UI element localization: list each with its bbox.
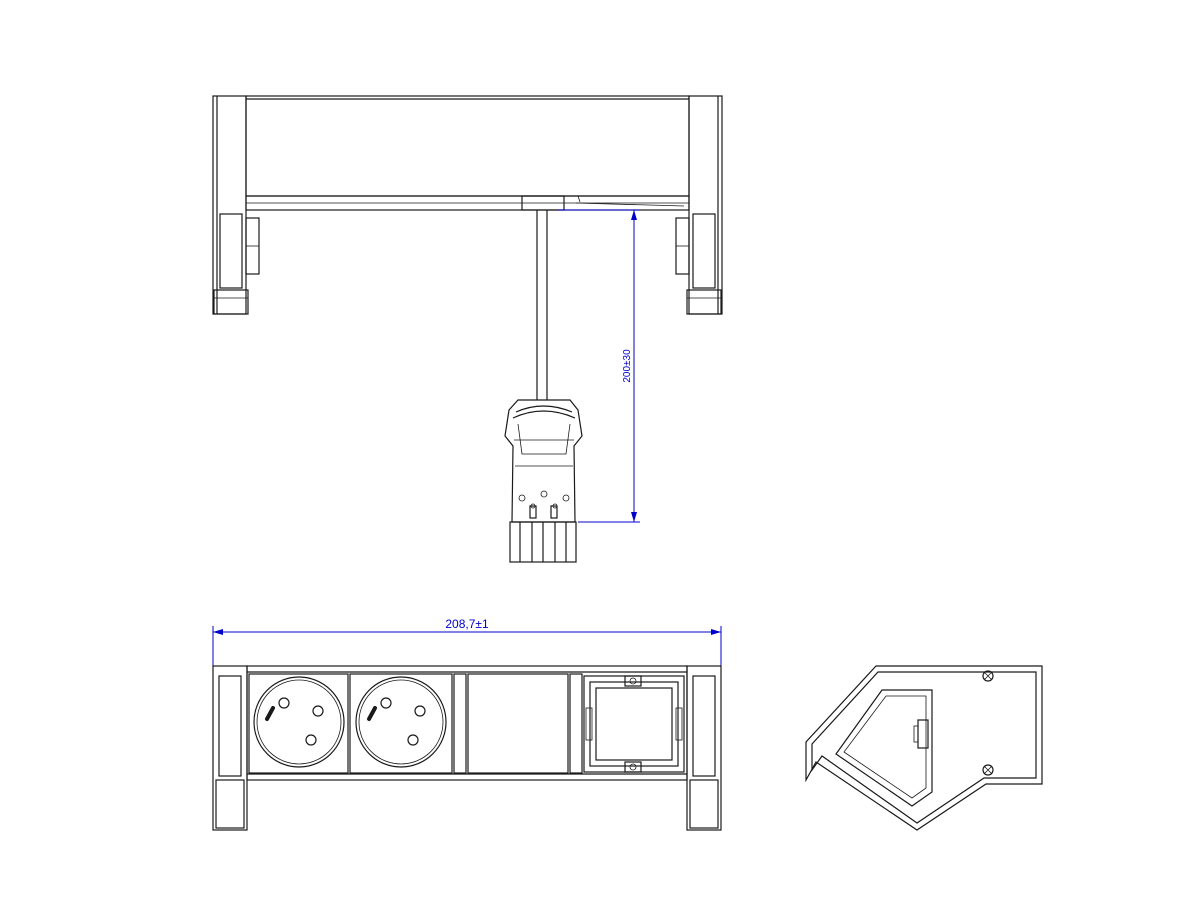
- side-view: [805, 665, 1043, 831]
- screw-bottom-icon: [982, 764, 994, 776]
- connector-plug: [504, 399, 583, 563]
- vertical-dimension-label: 200±30: [622, 349, 633, 383]
- socket-1: [248, 673, 349, 774]
- left-end-cap: [212, 665, 248, 831]
- data-module: [583, 675, 685, 773]
- right-end-bracket: [675, 95, 723, 315]
- left-end-bracket: [212, 95, 260, 315]
- vertical-dimension: 200±30: [558, 209, 640, 523]
- blank-module: [453, 673, 583, 774]
- horizontal-dimension-label: 208,7±1: [445, 617, 489, 631]
- cable: [536, 210, 548, 400]
- front-body: [246, 665, 688, 781]
- top-view: 200±30: [212, 95, 723, 563]
- horizontal-dimension: 208,7±1: [212, 617, 722, 668]
- socket-2: [349, 673, 453, 774]
- front-view: 208,7±1: [212, 617, 722, 831]
- cable-outlet: [521, 195, 685, 211]
- screw-top-icon: [982, 670, 994, 682]
- top-housing: [245, 95, 690, 197]
- side-cavity: [835, 689, 933, 807]
- right-end-cap: [686, 665, 722, 831]
